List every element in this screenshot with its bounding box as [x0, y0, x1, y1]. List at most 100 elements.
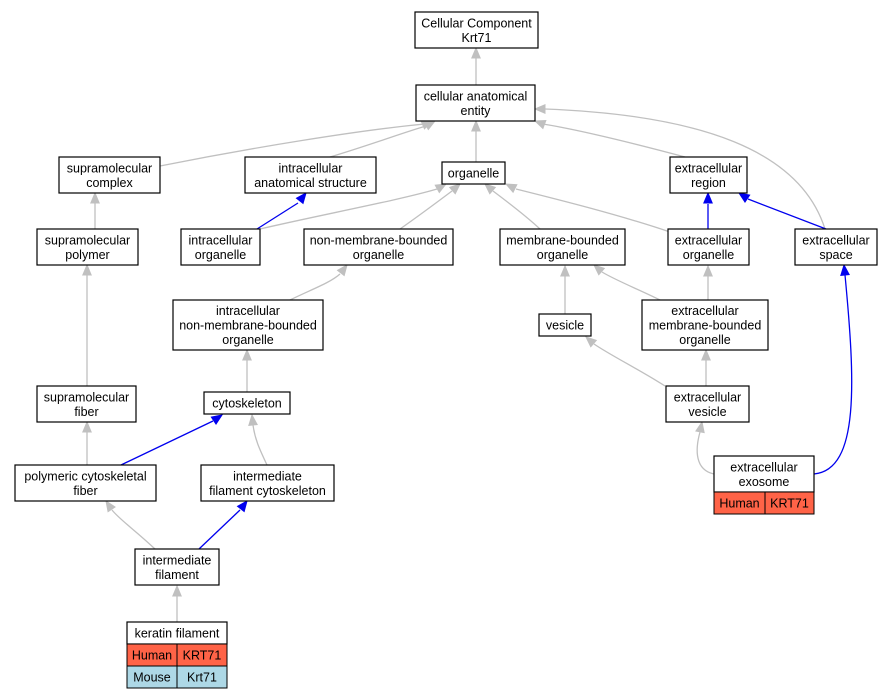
- node-root-box: [414, 11, 539, 49]
- node-smf-label-2: fiber: [74, 405, 98, 419]
- arrowhead: [533, 120, 547, 130]
- node-inmbo-box: [172, 299, 324, 351]
- exosome-gene-label-1: KRT71: [770, 497, 809, 511]
- keratin-filament-species-label-1: Human: [132, 649, 172, 663]
- arrowhead: [695, 420, 705, 434]
- node-ves-label-1: vesicle: [546, 319, 584, 333]
- node-inmbo-label-1: intracellular: [216, 304, 280, 318]
- edge-if-to-pcf: [105, 499, 156, 550]
- edge-if-to-ifc: [198, 499, 248, 550]
- keratin-filament-species-cell-1: Human: [126, 643, 178, 667]
- node-root-label-2: Krt71: [462, 31, 492, 45]
- arrowhead: [471, 46, 481, 59]
- keratin-filament-species-label-2: Mouse: [133, 671, 171, 685]
- node-nmbo-label-1: non-membrane-bounded: [310, 233, 448, 247]
- node-ves[interactable]: vesicle: [538, 313, 592, 337]
- node-smc-label-1: supramolecular: [67, 161, 152, 175]
- arrowhead: [471, 119, 481, 132]
- keratin-filament-gene-label-1: KRT71: [183, 649, 222, 663]
- arrowhead: [703, 191, 713, 204]
- node-ecs-label-1: extracellular: [802, 233, 869, 247]
- arrowhead: [701, 348, 711, 361]
- arrowhead: [560, 264, 570, 277]
- arrowhead: [295, 191, 307, 205]
- keratin-filament-gene-cell-2: Krt71: [176, 665, 228, 689]
- node-nmbo-box: [303, 228, 454, 266]
- node-cyt-box: [203, 391, 291, 415]
- node-eco-label-2: organelle: [683, 248, 734, 262]
- node-inmbo[interactable]: intracellularnon-membrane-boundedorganel…: [172, 299, 324, 351]
- node-ecv-box: [665, 385, 750, 423]
- edge-ifc-to-cyt: [248, 413, 268, 466]
- node-cae-label-2: entity: [461, 104, 492, 118]
- edge-io-to-ias: [256, 191, 307, 230]
- node-ecv-label-1: extracellular: [674, 390, 741, 404]
- node-kf[interactable]: keratin filament: [126, 621, 228, 645]
- edges-layer: [82, 46, 853, 622]
- node-mbo-label-2: organelle: [537, 248, 588, 262]
- edge-smf-to-smp: [82, 263, 92, 386]
- node-pcf-label-1: polymeric cytoskeletal: [24, 469, 146, 483]
- arrowhead: [703, 264, 713, 277]
- exosome-gene-cell-1: KRT71: [764, 491, 815, 515]
- exosome-species-cell-1: Human: [713, 491, 766, 515]
- node-if-label-2: filament: [155, 568, 199, 582]
- node-smp-label-2: polymer: [65, 248, 109, 262]
- arrowhead: [236, 499, 248, 513]
- edge-inmbo-to-nmbo: [289, 263, 348, 301]
- arrowhead: [737, 192, 751, 203]
- node-pcf-box: [14, 464, 157, 502]
- edge-ves-to-mbo: [560, 264, 570, 314]
- node-exo-box: [713, 455, 815, 493]
- edge-eco-to-org: [504, 183, 671, 233]
- node-smc-label-2: complex: [86, 176, 133, 190]
- edge-ecs-to-cae: [533, 104, 826, 230]
- edge-mbo-to-org: [484, 183, 541, 230]
- edge-cae-to-root: [471, 46, 481, 85]
- edge-io-to-org: [259, 183, 448, 230]
- node-emb-label-1: extracellular: [671, 304, 738, 318]
- node-org[interactable]: organelle: [441, 161, 506, 185]
- edge-pcf-to-cyt: [120, 414, 224, 466]
- node-smp-box: [36, 228, 139, 266]
- keratin-filament-species-cell-2: Mouse: [126, 665, 178, 689]
- node-ves-box: [538, 313, 592, 337]
- node-io-label-2: organelle: [195, 248, 246, 262]
- node-ifc-label-1: intermediate: [233, 469, 302, 483]
- node-ecs-box: [794, 228, 878, 266]
- arrowhead: [533, 104, 546, 114]
- arrowhead: [242, 348, 252, 361]
- node-inmbo-label-2: non-membrane-bounded: [179, 319, 317, 333]
- node-cyt[interactable]: cytoskeleton: [203, 391, 291, 415]
- node-if-box: [134, 548, 220, 586]
- arrowhead: [434, 183, 448, 194]
- arrowhead: [82, 420, 92, 433]
- edge-smp-to-smc: [90, 191, 100, 229]
- arrowhead: [90, 191, 100, 204]
- node-eco-box: [667, 228, 750, 266]
- node-cyt-label-1: cytoskeleton: [212, 397, 282, 411]
- node-emb-label-2: membrane-bounded: [649, 319, 762, 333]
- node-if-label-1: intermediate: [143, 553, 212, 567]
- edge-nmbo-to-org: [399, 183, 461, 230]
- arrowhead: [448, 183, 461, 195]
